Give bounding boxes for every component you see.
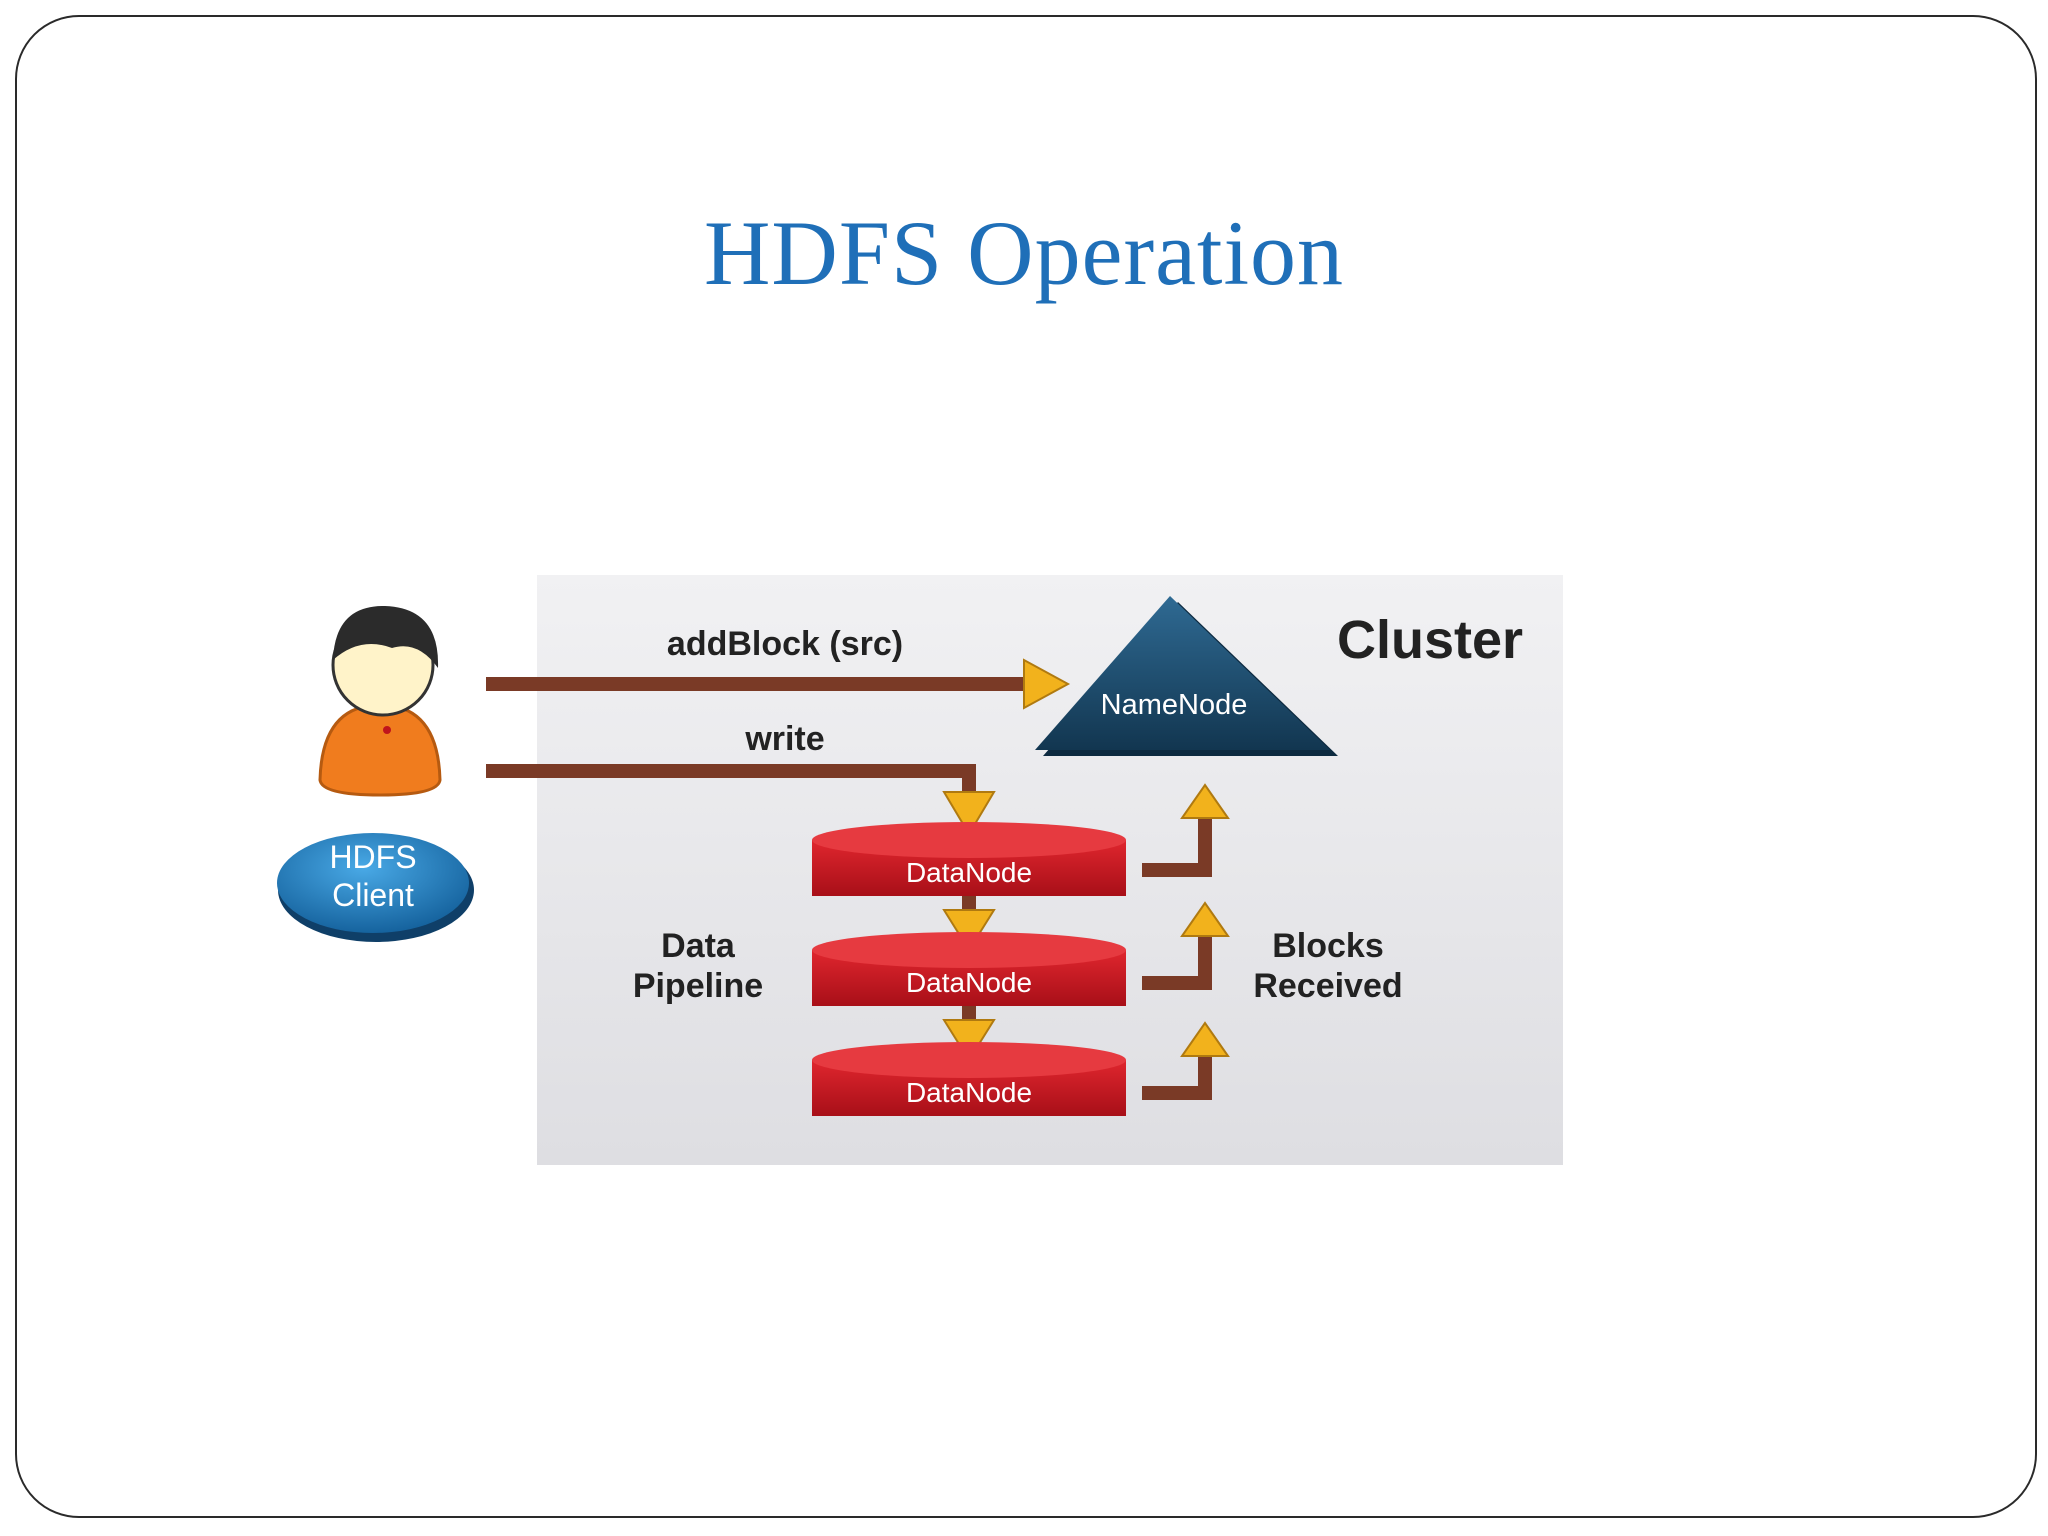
- user-icon: [318, 605, 442, 797]
- write-label: write: [744, 720, 824, 758]
- pipeline-arrow-1: [942, 890, 996, 952]
- blocks-label-line2: Received: [1253, 967, 1402, 1005]
- datanode-label: DataNode: [906, 967, 1032, 998]
- pipeline-arrow-2: [942, 1000, 996, 1062]
- add-block-arrow: [486, 658, 1071, 710]
- cluster-label: Cluster: [1337, 610, 1523, 670]
- datanode-2: DataNode: [812, 932, 1126, 1006]
- client-label-line2: Client: [332, 877, 414, 913]
- client-label-line1: HDFS: [329, 839, 416, 875]
- write-arrow: [486, 764, 996, 836]
- pipeline-label-line1: Data: [661, 927, 736, 965]
- datanode-label: DataNode: [906, 1077, 1032, 1108]
- hdfs-client-badge: HDFS Client: [277, 833, 474, 942]
- datanode-3: DataNode: [812, 1042, 1126, 1116]
- blocks-received-arrow-3: [1142, 1021, 1230, 1100]
- namenode-label: NameNode: [1101, 689, 1248, 721]
- blocks-received-arrow-1: [1142, 783, 1230, 877]
- page-title: HDFS Operation: [703, 202, 1345, 304]
- datanode-1: DataNode: [812, 822, 1126, 896]
- datanode-label: DataNode: [906, 857, 1032, 888]
- namenode-shape: NameNode: [1035, 596, 1338, 756]
- blocks-label-line1: Blocks: [1272, 927, 1384, 965]
- blocks-received-arrow-2: [1142, 901, 1230, 990]
- add-block-label: addBlock (src): [667, 625, 903, 663]
- pipeline-label-line2: Pipeline: [633, 967, 763, 1005]
